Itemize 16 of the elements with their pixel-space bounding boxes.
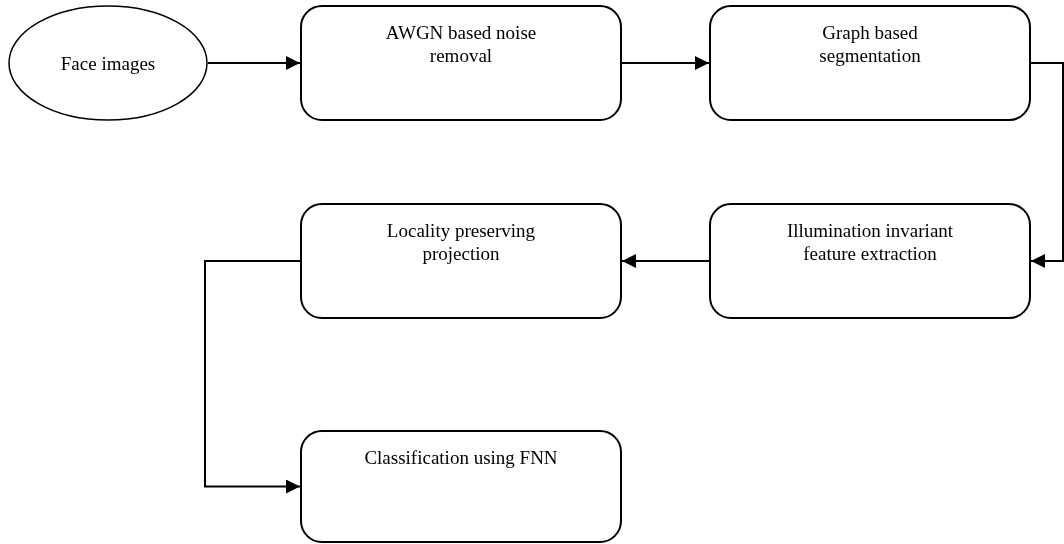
node-label: AWGN based noise removal xyxy=(385,22,537,66)
process-box xyxy=(709,5,1031,121)
process-box xyxy=(300,430,622,543)
arrow xyxy=(621,56,710,70)
arrow xyxy=(1030,62,1064,268)
node-label: Face images xyxy=(60,51,156,75)
input-ellipse xyxy=(8,5,208,121)
node-label: Graph based segmentation xyxy=(819,22,921,66)
node-label: Illumination invariant feature extraction xyxy=(786,220,954,264)
process-box xyxy=(709,203,1031,319)
arrow xyxy=(207,56,301,70)
process-box xyxy=(300,5,622,121)
node-label: Classification using FNN xyxy=(364,447,558,468)
node-label: Locality preserving projection xyxy=(386,220,536,264)
process-box xyxy=(300,203,622,319)
arrow xyxy=(621,254,710,268)
